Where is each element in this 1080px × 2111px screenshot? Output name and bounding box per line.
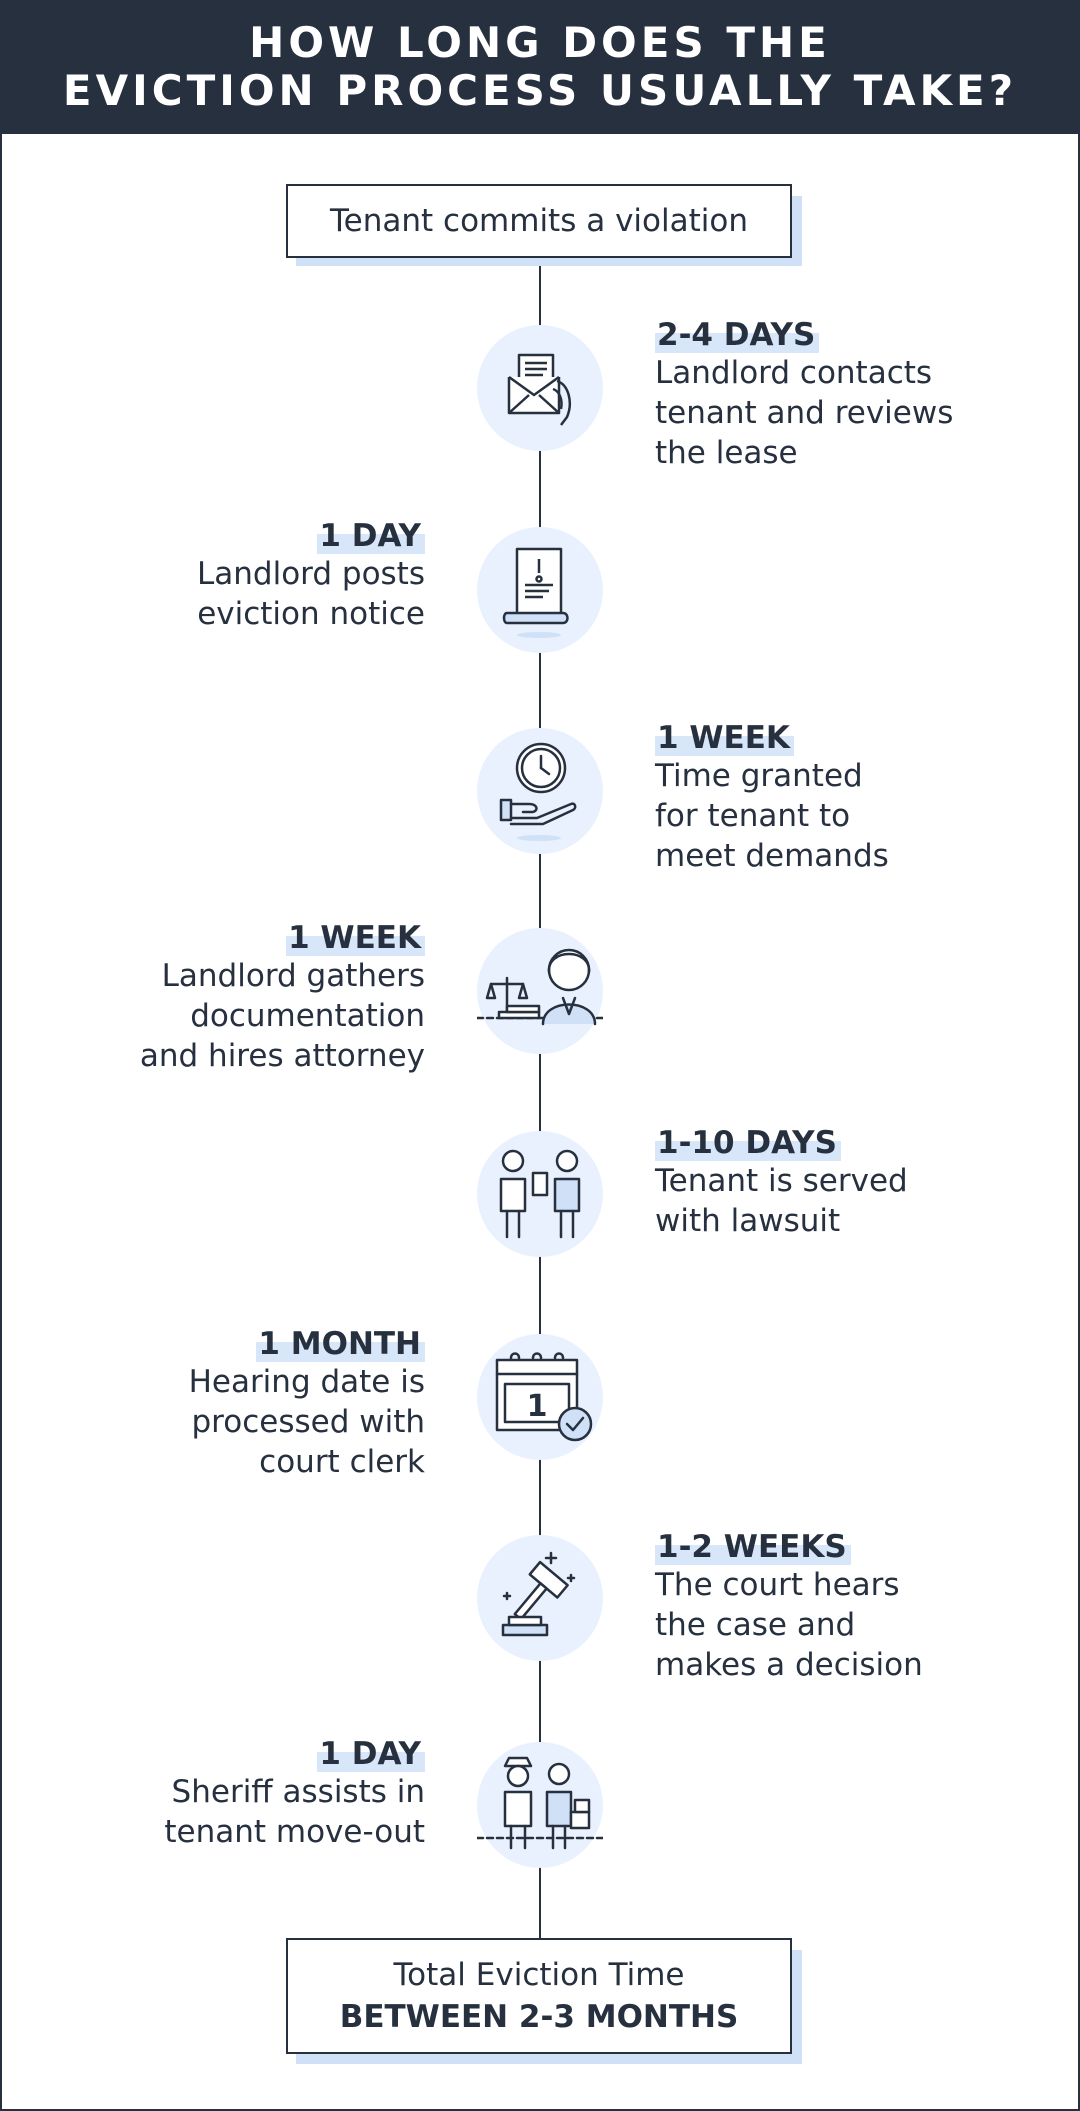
step-3-desc-line-1: Time granted — [655, 758, 863, 794]
step-2-desc-line-1: Landlord posts — [196, 556, 425, 592]
step-8-label: 1 DAY Sheriff assists in tenant move-out — [0, 1736, 425, 1852]
step-2-duration: 1 DAY — [317, 518, 425, 554]
step-3-desc-line-3: meet demands — [655, 838, 889, 874]
step-1-duration: 2-4 DAYS — [655, 317, 820, 353]
step-2-icon-circle — [477, 527, 603, 653]
step-7-desc-line-1: The court hears — [655, 1567, 900, 1603]
step-8-icon-circle — [477, 1742, 603, 1868]
clock-hand-icon — [499, 742, 577, 841]
timeline-spine — [539, 260, 541, 1940]
step-1-desc-line-2: tenant and reviews — [655, 395, 954, 431]
start-box-label: Tenant commits a violation — [330, 203, 748, 239]
step-4-desc-line-1: Landlord gathers — [161, 958, 425, 994]
step-5-desc-line-1: Tenant is served — [655, 1163, 908, 1199]
step-8-duration: 1 DAY — [317, 1736, 425, 1772]
step-6-label: 1 MONTH Hearing date is processed with c… — [0, 1326, 425, 1482]
step-6-icon-circle: 1 — [477, 1334, 603, 1460]
step-7-desc-line-3: makes a decision — [655, 1647, 923, 1683]
step-1-icon-circle — [477, 325, 603, 451]
step-8-desc-line-2: tenant move-out — [164, 1814, 425, 1850]
step-5-icon-circle — [477, 1131, 603, 1257]
header-banner: HOW LONG DOES THE EVICTION PROCESS USUAL… — [0, 0, 1080, 134]
step-1-label: 2-4 DAYS Landlord contacts tenant and re… — [655, 317, 1080, 473]
step-7-duration: 1-2 WEEKS — [655, 1529, 851, 1565]
step-7-desc-line-2: the case and — [655, 1607, 856, 1643]
step-4-icon-circle — [477, 928, 603, 1054]
step-5-duration: 1-10 DAYS — [655, 1125, 841, 1161]
step-7-label: 1-2 WEEKS The court hears the case and m… — [655, 1529, 1080, 1685]
step-4-desc-line-3: and hires attorney — [139, 1038, 425, 1074]
calendar-check-icon: 1 — [495, 1352, 593, 1442]
step-5-desc-line-2: with lawsuit — [655, 1203, 841, 1239]
header-title-line-1: HOW LONG DOES THE — [249, 18, 831, 67]
step-6-desc-line-1: Hearing date is — [188, 1364, 425, 1400]
envelope-letter-icon — [507, 353, 571, 426]
serving-papers-icon — [499, 1149, 581, 1239]
step-6-duration: 1 MONTH — [256, 1326, 425, 1362]
step-3-label: 1 WEEK Time granted for tenant to meet d… — [655, 720, 1080, 876]
step-4-duration: 1 WEEK — [286, 920, 425, 956]
header-title-line-2: EVICTION PROCESS USUALLY TAKE? — [62, 66, 1018, 115]
step-3-desc-line-2: for tenant to — [655, 798, 851, 834]
svg-text:1: 1 — [527, 1389, 548, 1424]
end-box: Total Eviction Time BETWEEN 2-3 MONTHS — [286, 1938, 792, 2054]
step-8-desc-line-1: Sheriff assists in — [171, 1774, 425, 1810]
start-box: Tenant commits a violation — [286, 184, 792, 258]
step-1-desc-line-1: Landlord contacts — [655, 355, 933, 391]
step-2-label: 1 DAY Landlord posts eviction notice — [0, 518, 425, 634]
step-3-icon-circle — [477, 728, 603, 854]
notice-document-icon — [502, 547, 569, 638]
end-box-line-1: Total Eviction Time — [393, 1957, 685, 1993]
step-5-label: 1-10 DAYS Tenant is served with lawsuit — [655, 1125, 1080, 1241]
step-7-icon-circle — [477, 1535, 603, 1661]
step-6-desc-line-2: processed with — [191, 1404, 426, 1440]
end-box-line-2: BETWEEN 2-3 MONTHS — [339, 1999, 739, 2035]
sheriff-moveout-icon — [477, 1756, 603, 1850]
step-2-desc-line-2: eviction notice — [197, 596, 425, 632]
gavel-icon — [501, 1551, 576, 1637]
scales-attorney-icon — [477, 948, 603, 1026]
step-3-duration: 1 WEEK — [655, 720, 794, 756]
step-4-label: 1 WEEK Landlord gathers documentation an… — [0, 920, 425, 1076]
step-6-desc-line-3: court clerk — [259, 1444, 425, 1480]
step-4-desc-line-2: documentation — [190, 998, 425, 1034]
step-1-desc-line-3: the lease — [655, 435, 798, 471]
